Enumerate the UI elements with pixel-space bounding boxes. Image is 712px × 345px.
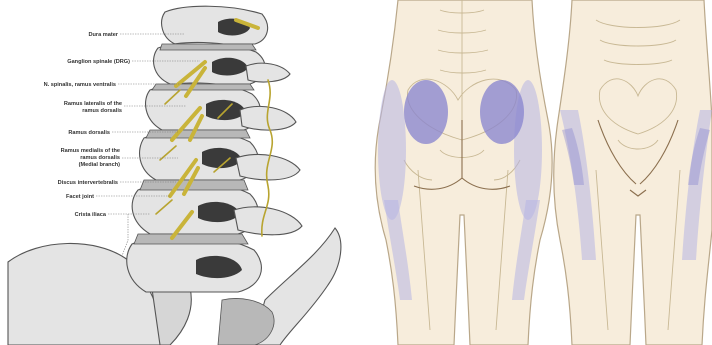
label-ramus-dorsalis: Ramus dorsalis [68,130,110,136]
label-medial-branch: (Medial branch) [79,162,120,168]
label-ganglion-spinale: Ganglion spinale (DRG) [67,59,130,65]
lumbar-spine-illustration: Dura mater Ganglion spinale (DRG) N. spi… [8,6,341,345]
label-ramus-lateralis-1: Ramus lateralis of the [64,101,122,107]
label-dura-mater: Dura mater [88,32,118,38]
label-ramus-medialis-1: Ramus medialis of the [61,148,120,154]
posterior-body-pain-map [375,0,552,345]
label-ramus-ventralis: N. spinalis, ramus ventralis [44,82,116,88]
label-ramus-medialis-2: ramus dorsalis [80,155,120,161]
label-facet-joint: Facet joint [66,194,94,200]
label-discus-intervertebralis: Discus intervertebralis [58,180,118,186]
label-crista-iliaca: Crista iliaca [75,212,107,218]
vertebra-stack [127,6,302,292]
anatomy-labels: Dura mater Ganglion spinale (DRG) N. spi… [44,32,131,218]
anterior-body-pain-map [554,0,712,345]
label-ramus-lateralis-2: ramus dorsalis [82,108,122,114]
